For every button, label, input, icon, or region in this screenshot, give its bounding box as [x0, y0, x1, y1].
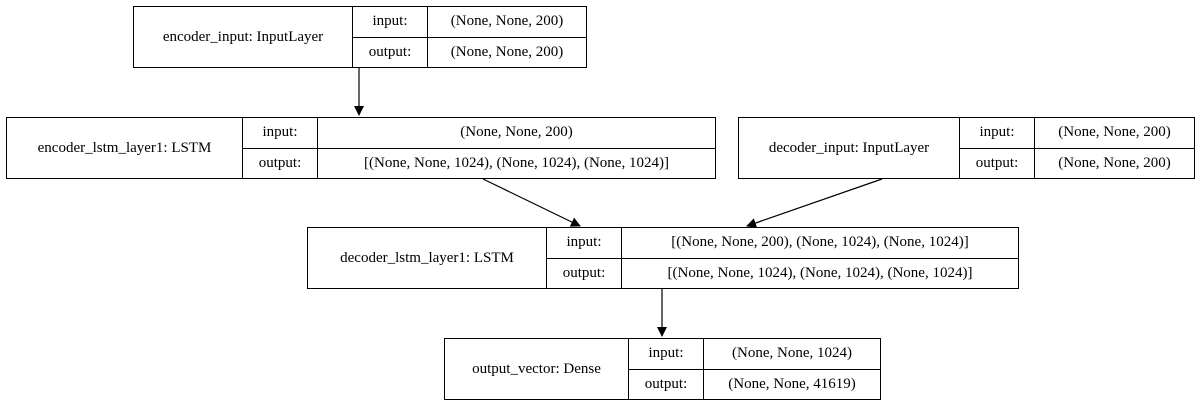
node-decoder-lstm: decoder_lstm_layer1: LSTM input: [(None,…	[307, 227, 1019, 289]
input-value: (None, None, 200)	[450, 13, 564, 30]
edge-decoder-input-to-decoder-lstm	[746, 178, 883, 228]
input-label: input:	[629, 339, 704, 369]
output-value: [(None, None, 1024), (None, 1024), (None…	[364, 154, 669, 171]
output-label: output:	[547, 258, 622, 288]
output-label: output:	[629, 369, 704, 399]
node-output-vector: output_vector: Dense input: (None, None,…	[444, 338, 881, 400]
input-value: (None, None, 1024)	[732, 345, 852, 362]
node-name: output_vector: Dense	[445, 339, 629, 399]
node-name: decoder_lstm_layer1: LSTM	[308, 228, 547, 288]
node-name: decoder_input: InputLayer	[739, 118, 960, 178]
input-value: (None, None, 200)	[1058, 124, 1171, 141]
output-value: (None, None, 41619)	[728, 375, 856, 392]
output-label: output:	[243, 148, 318, 178]
node-encoder-lstm: encoder_lstm_layer1: LSTM input: (None, …	[6, 117, 716, 179]
node-encoder-input: encoder_input: InputLayer input: (None, …	[133, 6, 587, 68]
input-label: input:	[547, 228, 622, 258]
output-value: (None, None, 200)	[1058, 154, 1171, 171]
input-label: input:	[960, 118, 1035, 148]
node-name: encoder_input: InputLayer	[134, 7, 353, 67]
output-label: output:	[353, 37, 428, 67]
edge-encoder-lstm-to-decoder-lstm	[482, 178, 581, 227]
input-value: (None, None, 200)	[460, 124, 573, 141]
input-value: [(None, None, 200), (None, 1024), (None,…	[671, 234, 969, 251]
node-decoder-input: decoder_input: InputLayer input: (None, …	[738, 117, 1195, 179]
input-label: input:	[243, 118, 318, 148]
output-value: [(None, None, 1024), (None, 1024), (None…	[667, 264, 973, 281]
node-name: encoder_lstm_layer1: LSTM	[7, 118, 243, 178]
output-label: output:	[960, 148, 1035, 178]
input-label: input:	[353, 7, 428, 37]
output-value: (None, None, 200)	[450, 43, 564, 60]
